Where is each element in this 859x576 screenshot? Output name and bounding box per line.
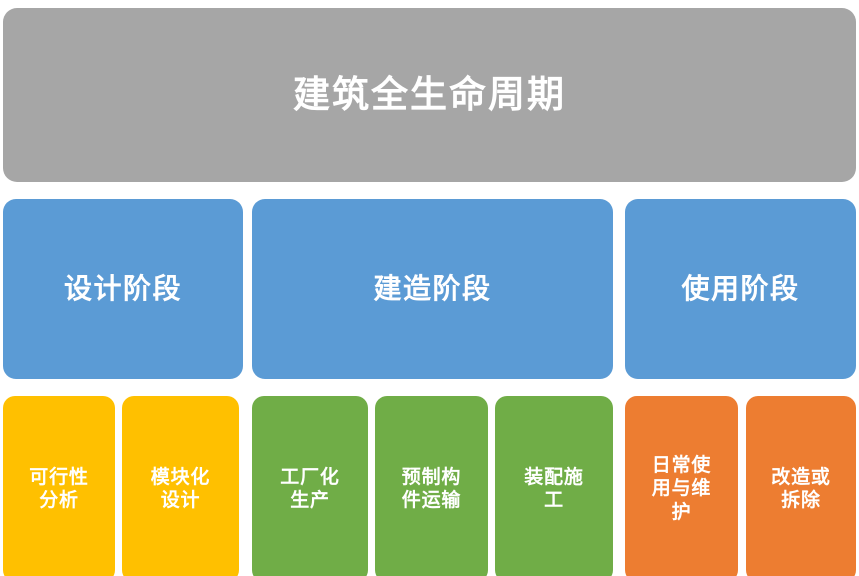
- leaf-node-component-transport: 预制构 件运输: [375, 396, 488, 576]
- root-node-building-lifecycle: 建筑全生命周期: [3, 8, 856, 182]
- leaf-node-factory-production: 工厂化 生产: [252, 396, 368, 576]
- leaf-node-label-feasibility: 可行性 分析: [29, 466, 89, 511]
- leaf-node-label-daily-use-maintenance: 日常使 用与维 护: [651, 455, 712, 523]
- phase-node-design: 设计阶段: [3, 199, 243, 379]
- phase-node-label-operation: 使用阶段: [681, 272, 800, 304]
- phase-node-label-construction: 建造阶段: [373, 272, 492, 304]
- leaf-node-renovation-demolition: 改造或 拆除: [746, 396, 856, 576]
- root-node-label: 建筑全生命周期: [293, 74, 566, 116]
- leaf-node-modular-design: 模块化 设计: [122, 396, 239, 576]
- phase-node-operation: 使用阶段: [625, 199, 856, 379]
- phase-node-label-design: 设计阶段: [63, 272, 182, 304]
- leaf-node-label-factory-production: 工厂化 生产: [280, 466, 340, 511]
- leaf-node-assembly-construction: 装配施 工: [495, 396, 613, 576]
- leaf-node-label-component-transport: 预制构 件运输: [401, 466, 462, 511]
- leaf-node-daily-use-maintenance: 日常使 用与维 护: [625, 396, 738, 576]
- leaf-node-label-modular-design: 模块化 设计: [150, 466, 211, 511]
- leaf-node-label-assembly-construction: 装配施 工: [524, 466, 584, 511]
- leaf-node-feasibility: 可行性 分析: [3, 396, 115, 576]
- phase-node-construction: 建造阶段: [252, 199, 613, 379]
- leaf-node-label-renovation-demolition: 改造或 拆除: [771, 466, 831, 511]
